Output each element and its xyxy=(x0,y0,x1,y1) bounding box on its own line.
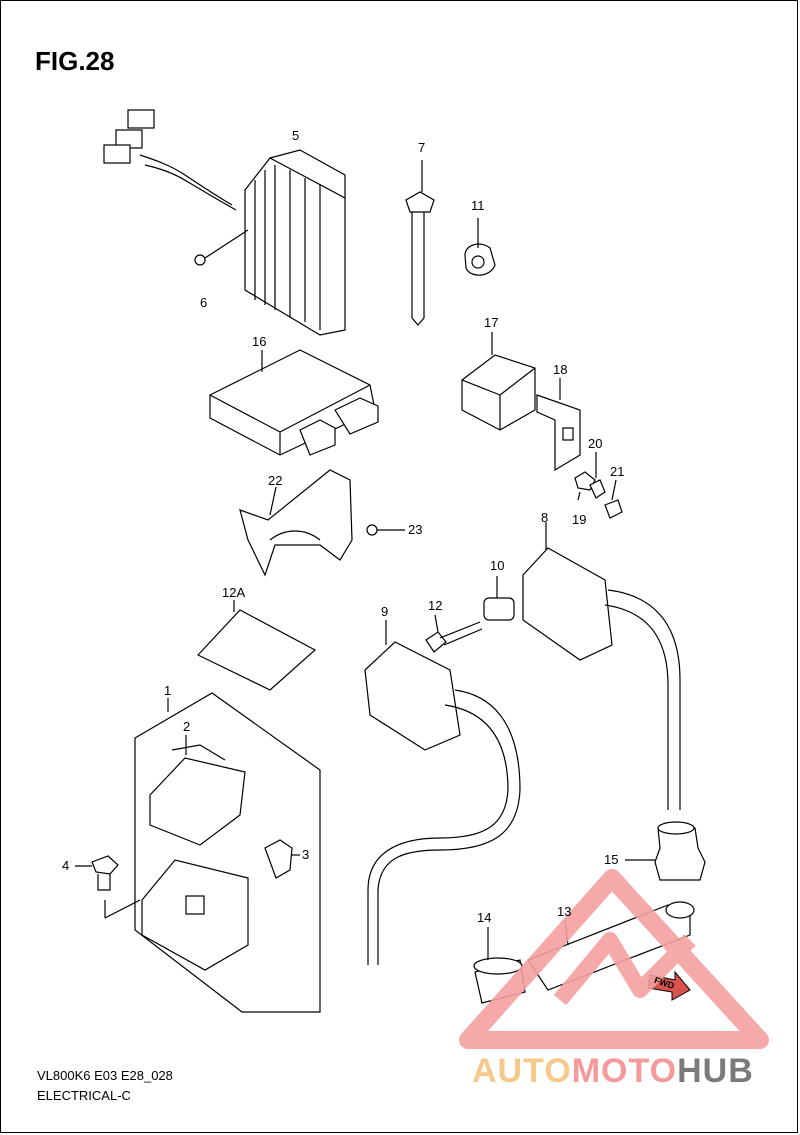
callout-2: 2 xyxy=(183,719,191,734)
model-code: VL800K6 E03 E28_028 xyxy=(37,1068,173,1083)
callout-21: 21 xyxy=(610,464,625,479)
watermark-part-moto: MOTO xyxy=(571,1052,678,1090)
callout-6: 6 xyxy=(200,295,208,310)
ignition-coil-9-drawing xyxy=(364,620,521,965)
watermark-part-auto: AUTO xyxy=(472,1052,572,1090)
callout-19: 19 xyxy=(572,512,587,527)
ecm-bracket-drawing xyxy=(239,469,353,577)
pad-12a-drawing xyxy=(197,600,317,691)
callout-8: 8 xyxy=(541,510,549,525)
callout-13: 13 xyxy=(557,904,572,919)
callout-5: 5 xyxy=(292,128,300,143)
bracket-18-drawing xyxy=(536,378,581,472)
callout-12: 12 xyxy=(428,598,443,613)
watermark-text: AUTOMOTOHUB xyxy=(472,1052,754,1091)
watermark-part-hub: HUB xyxy=(677,1052,754,1090)
callout-17: 17 xyxy=(484,315,499,330)
callout-23: 23 xyxy=(408,522,423,537)
cable-tie-drawing xyxy=(405,160,435,326)
callout-4: 4 xyxy=(62,858,70,873)
regulator-rectifier-drawing xyxy=(103,109,346,336)
fuse-box-assembly-drawing xyxy=(75,692,321,1013)
category-label: ELECTRICAL-C xyxy=(37,1088,131,1103)
ecm-drawing xyxy=(209,349,379,456)
callout-1: 1 xyxy=(164,683,172,698)
watermark-logo xyxy=(459,869,769,1049)
bolt-12-drawing xyxy=(425,614,483,653)
clamp-drawing xyxy=(464,218,496,276)
callout-3: 3 xyxy=(302,847,310,862)
callout-18: 18 xyxy=(553,362,568,377)
boot-15-drawing xyxy=(625,821,706,881)
callout-16: 16 xyxy=(252,334,267,349)
callout-11: 11 xyxy=(471,198,485,213)
figure-title: FIG.28 xyxy=(35,46,115,76)
ignition-coil-8-drawing xyxy=(522,522,681,810)
callout-20: 20 xyxy=(588,436,603,451)
callout-14: 14 xyxy=(477,910,492,925)
spacer-10-drawing xyxy=(483,576,515,621)
callout-22: 22 xyxy=(268,473,283,488)
callout-7: 7 xyxy=(418,140,426,155)
screw-23-drawing xyxy=(366,524,405,536)
callout-15: 15 xyxy=(604,852,619,867)
relay-drawing xyxy=(461,332,536,431)
callout-9: 9 xyxy=(381,604,389,619)
hardware-19-21-drawing xyxy=(574,452,623,519)
callout-10: 10 xyxy=(490,558,505,573)
callout-12a: 12A xyxy=(222,585,246,600)
